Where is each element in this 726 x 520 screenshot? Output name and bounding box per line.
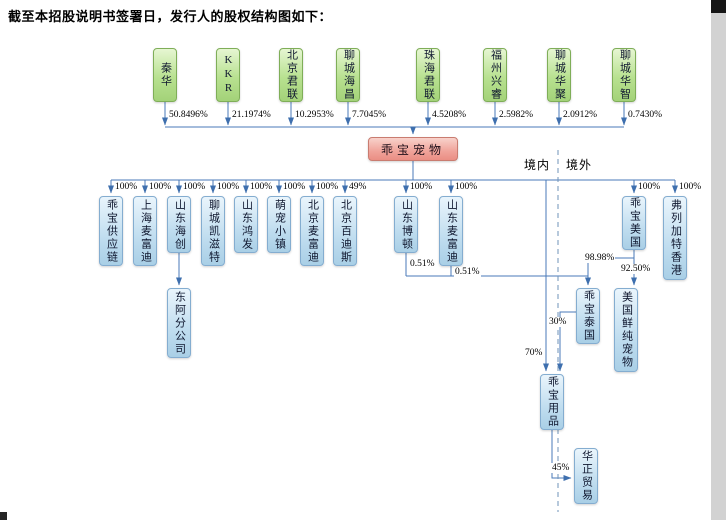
box-fregate-hk: 弗列加特香港 [663,196,687,280]
box-shandong-myfoodie: 山东麦富迪 [439,196,463,266]
corner-mark-bottom-left [0,512,7,520]
sub-percent: 100% [315,182,340,193]
entity-name: 上海麦富迪 [139,198,152,264]
box-liaocheng-kaizite: 聊城凯滋特 [201,196,225,266]
entity-name: 福州兴睿 [489,49,502,101]
box-guaibao-supplies: 乖宝用品 [540,374,564,430]
box-guaibao-thailand: 乖宝泰国 [576,288,600,344]
sub-percent: 100% [678,182,703,193]
entity-name: 北京麦富迪 [306,198,319,264]
region-label-domestic: 境内 [524,158,551,172]
box-beijing-junlian: 北京君联 [279,48,303,102]
box-liaocheng-huazhi: 聊城华智 [612,48,636,102]
entity-name: 乖宝用品 [546,376,559,428]
shareholder-percent: 50.8496% [168,110,209,121]
corner-mark-top-right [711,0,726,13]
box-beijing-myfoodie: 北京麦富迪 [300,196,324,266]
sub-percent: 100% [249,182,274,193]
sub-percent: 92.50% [620,264,652,275]
entity-name: 山东海创 [173,198,186,251]
box-qin-hua: 秦华 [153,48,177,102]
sub-percent: 100% [216,182,241,193]
right-margin-strip[interactable] [711,0,726,520]
entity-name: 珠海君联 [422,49,435,101]
sub-percent: 49% [348,182,368,193]
entity-name: 乖宝供应链 [105,198,118,264]
region-label-overseas: 境外 [566,158,593,172]
entity-name: 美国鲜纯宠物 [620,291,633,369]
entity-name: 北京君联 [285,49,298,101]
sub-percent: 100% [454,182,479,193]
entity-name: 聊城华聚 [553,49,566,101]
shareholder-percent: 21.1974% [231,110,272,121]
sub-percent: 70% [524,348,544,359]
box-guaibao-supply-chain: 乖宝供应链 [99,196,123,266]
box-liaocheng-huaju: 聊城华聚 [547,48,571,102]
entity-name: KKR [222,54,235,96]
box-guaibao-pet: 乖宝宠物 [368,137,458,161]
diagram-title: 截至本招股说明书签署日，发行人的股权结构图如下： [8,9,333,24]
box-fuzhou-xingrui: 福州兴睿 [483,48,507,102]
shareholder-percent: 0.7430% [627,110,664,121]
box-donge-branch: 东阿分公司 [167,288,191,358]
shareholder-percent: 10.2953% [294,110,335,121]
entity-name: 聊城华智 [618,49,631,101]
box-liaocheng-haichang: 聊城海昌 [336,48,360,102]
box-shanghai-myfoodie: 上海麦富迪 [133,196,157,266]
entity-name: 东阿分公司 [173,290,186,356]
entity-name: 山东麦富迪 [445,198,458,264]
box-shandong-bodun: 山东博顿 [394,196,418,253]
box-huazheng-trading: 华正贸易 [574,448,598,504]
shareholder-percent: 4.5208% [431,110,468,121]
shareholder-percent: 2.0912% [562,110,599,121]
entity-name: 聊城凯滋特 [207,198,220,264]
sub-percent: 30% [548,317,568,328]
box-beijing-baidisi: 北京百迪斯 [333,196,357,266]
sub-percent: 100% [282,182,307,193]
box-mengchong-town: 萌宠小镇 [267,196,291,253]
box-shandong-hongfa: 山东鸿发 [234,196,258,253]
sub-percent: 100% [114,182,139,193]
entity-name: 萌宠小镇 [273,198,286,251]
shareholder-percent: 7.7045% [351,110,388,121]
entity-name: 聊城海昌 [342,49,355,101]
sub-percent: 100% [182,182,207,193]
box-zhuhai-junlian: 珠海君联 [416,48,440,102]
sub-percent: 100% [637,182,662,193]
sub-percent: 100% [148,182,173,193]
entity-name: 华正贸易 [580,450,593,502]
entity-name: 乖宝宠物 [380,142,445,157]
minority-percent: 0.51% [409,259,436,270]
box-us-fresh-pet: 美国鲜纯宠物 [614,288,638,372]
entity-name: 北京百迪斯 [339,198,352,264]
minority-percent: 0.51% [454,267,481,278]
box-shandong-haichuang: 山东海创 [167,196,191,253]
entity-name: 弗列加特香港 [669,199,682,277]
entity-name: 山东鸿发 [240,198,253,251]
box-guaibao-usa: 乖宝美国 [622,196,646,250]
entity-name: 乖宝泰国 [582,290,595,342]
entity-name: 乖宝美国 [628,197,641,249]
box-kkr: KKR [216,48,240,102]
sub-percent: 45% [551,463,571,474]
shareholder-percent: 2.5982% [498,110,535,121]
entity-name: 秦华 [159,62,172,88]
sub-percent: 98.98% [584,253,616,264]
sub-percent: 100% [409,182,434,193]
entity-name: 山东博顿 [400,198,413,251]
